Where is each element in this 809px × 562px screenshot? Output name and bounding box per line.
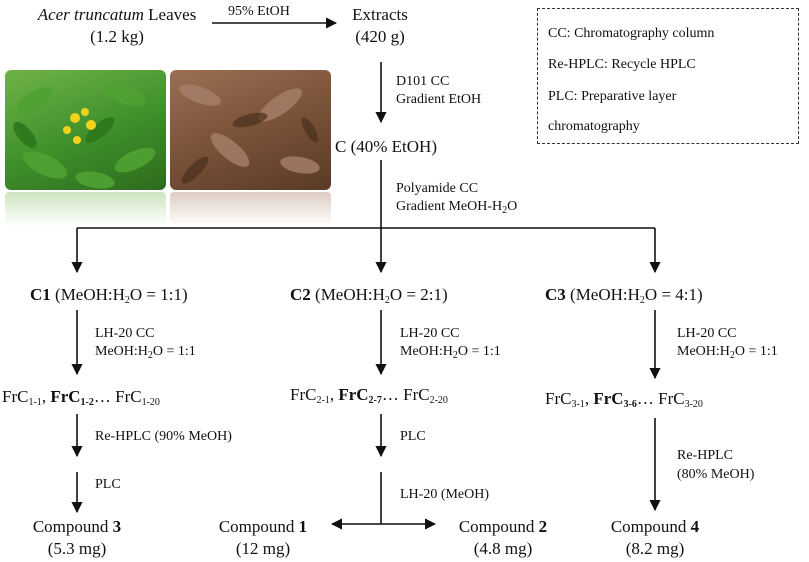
c3-lh20-line2: MeOH:H2O = 1:1 bbox=[677, 344, 778, 361]
step2-line1: D101 CC bbox=[396, 74, 450, 89]
compound-3-mass: (5.3 mg) bbox=[47, 539, 107, 558]
c3-fractions: FrC3-1, FrC3-6… FrC3-20 bbox=[545, 389, 703, 410]
c1-lh20-line2: MeOH:H2O = 1:1 bbox=[95, 344, 196, 361]
dried-leaves-photo bbox=[170, 70, 331, 190]
compound-1-label: Compound 1 bbox=[218, 517, 308, 536]
dried-leaves-reflection bbox=[170, 192, 331, 226]
legend-line-plc: PLC: Preparative layer bbox=[548, 89, 677, 104]
step2-line2: Gradient EtOH bbox=[396, 92, 482, 107]
c1-step-rehplc: Re-HPLC (90% MeOH) bbox=[95, 429, 232, 444]
source-amount: (1.2 kg) bbox=[90, 27, 144, 46]
c2-label: C2 (MeOH:H2O = 2:1) bbox=[290, 285, 448, 306]
compound-4-mass: (8.2 mg) bbox=[625, 539, 685, 558]
c3-lh20-line1: LH-20 CC bbox=[677, 326, 737, 341]
c1-step-plc: PLC bbox=[95, 477, 121, 492]
legend-box: CC: Chromatography column Re-HPLC: Recyc… bbox=[537, 8, 799, 144]
extracts-amount: (420 g) bbox=[355, 27, 405, 46]
step1-label: 95% EtOH bbox=[228, 4, 290, 19]
c2-lh20-line2: MeOH:H2O = 1:1 bbox=[400, 344, 501, 361]
compound-4-label: Compound 4 bbox=[610, 517, 700, 536]
step3-line2: Gradient MeOH-H2O bbox=[396, 199, 518, 216]
legend-line-plc-cont: chromatography bbox=[548, 119, 640, 134]
c3-step-rehplc-solvent: (80% MeOH) bbox=[677, 467, 755, 482]
c3-step-rehplc: Re-HPLC bbox=[677, 448, 733, 463]
compound-3-label: Compound 3 bbox=[32, 517, 122, 536]
c1-fractions: FrC1-1, FrC1-2… FrC1-20 bbox=[2, 387, 160, 408]
compound-2-mass: (4.8 mg) bbox=[473, 539, 533, 558]
fraction-c-label: C (40% EtOH) bbox=[335, 137, 437, 156]
c2-step-plc: PLC bbox=[400, 429, 426, 444]
step3-line1: Polyamide CC bbox=[396, 181, 479, 196]
c2-fractions: FrC2-1, FrC2-7… FrC2-20 bbox=[290, 385, 448, 406]
c1-lh20-line1: LH-20 CC bbox=[95, 326, 155, 341]
c1-label: C1 (MeOH:H2O = 1:1) bbox=[30, 285, 188, 306]
legend-line-rehplc: Re-HPLC: Recycle HPLC bbox=[548, 57, 696, 72]
compound-1-mass: (12 mg) bbox=[235, 539, 291, 558]
legend-line-cc: CC: Chromatography column bbox=[548, 26, 715, 41]
compound-2-label: Compound 2 bbox=[458, 517, 548, 536]
source-label: Acer truncatum Leaves bbox=[37, 5, 197, 24]
fresh-leaves-reflection bbox=[5, 192, 166, 226]
c2-step-lh20: LH-20 (MeOH) bbox=[400, 487, 490, 502]
extracts-label: Extracts bbox=[352, 5, 408, 24]
c2-lh20-line1: LH-20 CC bbox=[400, 326, 460, 341]
c3-label: C3 (MeOH:H2O = 4:1) bbox=[545, 285, 703, 306]
fresh-leaves-photo bbox=[5, 70, 166, 190]
